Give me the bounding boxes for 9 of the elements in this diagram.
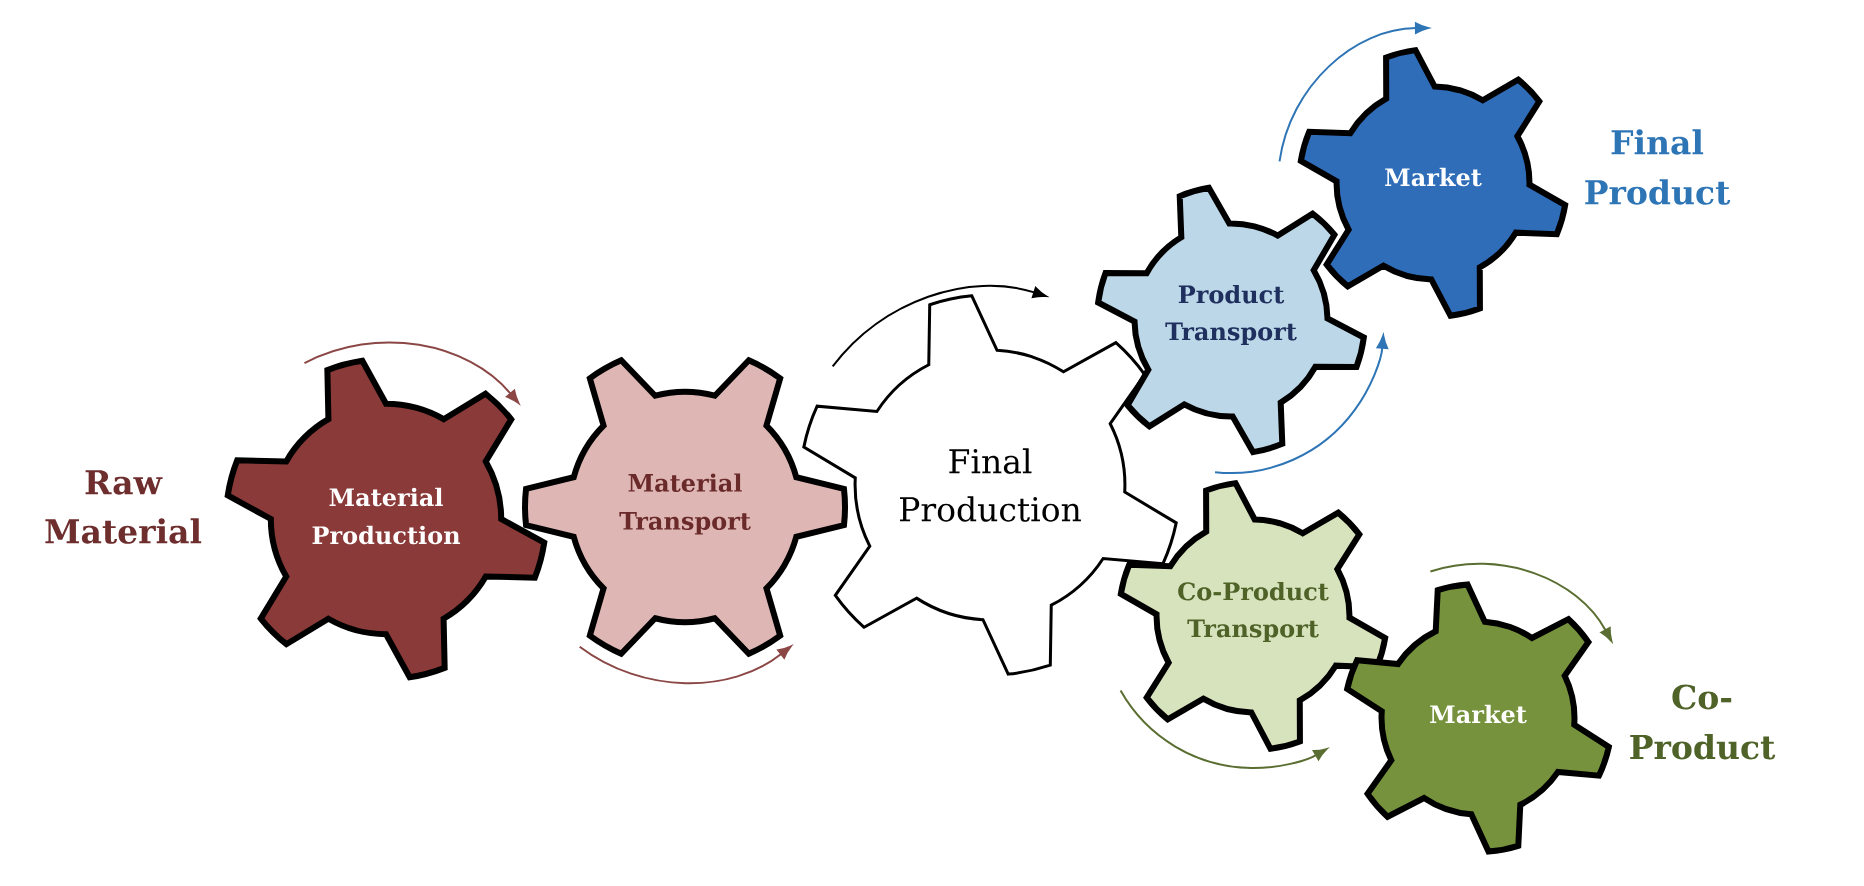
gear: Market [1344,581,1612,855]
side-label: Final Product [1585,129,1731,205]
gear: Material Production [224,357,548,681]
gear: Product Transport [1095,184,1367,456]
gear: Market [1297,47,1569,319]
side-label: Raw Material [45,470,202,544]
gear: Co-Product Transport [1117,480,1389,752]
side-label: Co-Product [1630,684,1776,760]
gear: Material Transport [522,357,848,657]
